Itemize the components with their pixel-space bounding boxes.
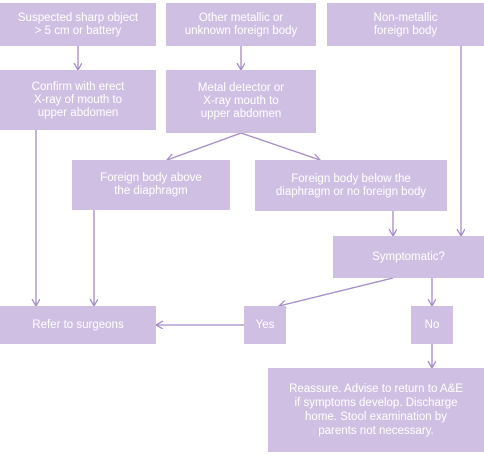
arrow-detector-to-above (167, 132, 242, 160)
node-metallic-unknown: Other metallic or unknown foreign body (166, 3, 316, 46)
node-reassure: Reassure. Advise to return to A&E if sym… (268, 368, 484, 452)
node-non-metallic: Non-metallic foreign body (327, 3, 484, 46)
node-confirm-xray: Confirm with erect X-ray of mouth to upp… (0, 70, 156, 130)
node-refer-surgeons: Refer to surgeons (0, 306, 156, 344)
node-sharp-object: Suspected sharp object > 5 cm or battery (0, 3, 156, 46)
node-above-diaphragm: Foreign body above the diaphragm (72, 160, 230, 210)
node-metal-detector: Metal detector or X-ray mouth to upper a… (166, 70, 316, 133)
arrow-detector-to-below (240, 132, 320, 160)
node-symptomatic: Symptomatic? (333, 236, 484, 278)
node-yes: Yes (244, 306, 286, 344)
node-no: No (411, 306, 453, 344)
arrow-symptomatic-to-yes (279, 277, 394, 306)
node-below-diaphragm: Foreign body below the diaphragm or no f… (255, 160, 447, 211)
